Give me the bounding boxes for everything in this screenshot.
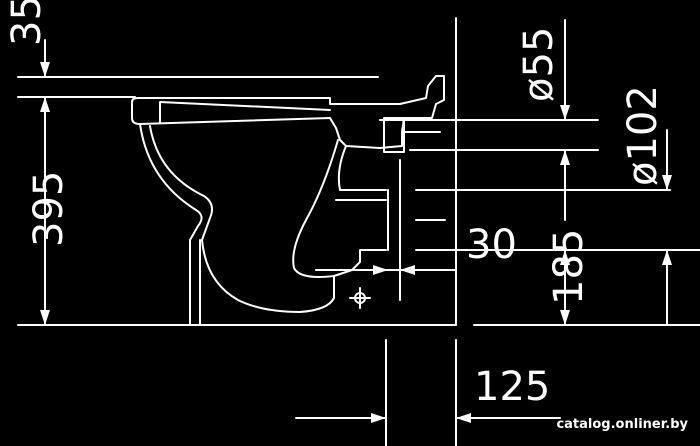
arrow-185-top: [560, 250, 570, 265]
bowl-front-outline: [139, 123, 203, 326]
watermark: catalog.onliner.by: [556, 417, 688, 432]
label-55: ø55: [516, 27, 562, 102]
arrow-35: [40, 62, 50, 77]
label-35: 35: [4, 0, 50, 46]
label-185: 185: [546, 229, 592, 305]
bowl-inner-outline: [149, 125, 335, 313]
arrow-102-top: [662, 175, 672, 190]
arrow-55-top: [560, 105, 570, 120]
arrow-185b-top: [662, 250, 672, 265]
arrow-395-top: [40, 97, 50, 112]
arrow-55-bottom: [560, 150, 570, 165]
trapway-outline: [292, 139, 387, 278]
arrow-30-right: [400, 265, 415, 275]
inlet-connector: [383, 117, 405, 153]
arrow-125-left: [371, 413, 386, 423]
arrow-395-bottom: [40, 310, 50, 325]
toilet-seat-outline: [131, 75, 445, 149]
label-30: 30: [466, 222, 517, 268]
arrow-185-bottom: [560, 310, 570, 325]
label-395: 395: [26, 171, 72, 247]
arrow-125-right: [456, 413, 471, 423]
seat-inner-line: [159, 101, 331, 123]
label-102: ø102: [620, 85, 666, 186]
arrow-30-left: [373, 265, 388, 275]
label-125: 125: [474, 364, 550, 410]
outlet-pipe: [335, 145, 387, 201]
